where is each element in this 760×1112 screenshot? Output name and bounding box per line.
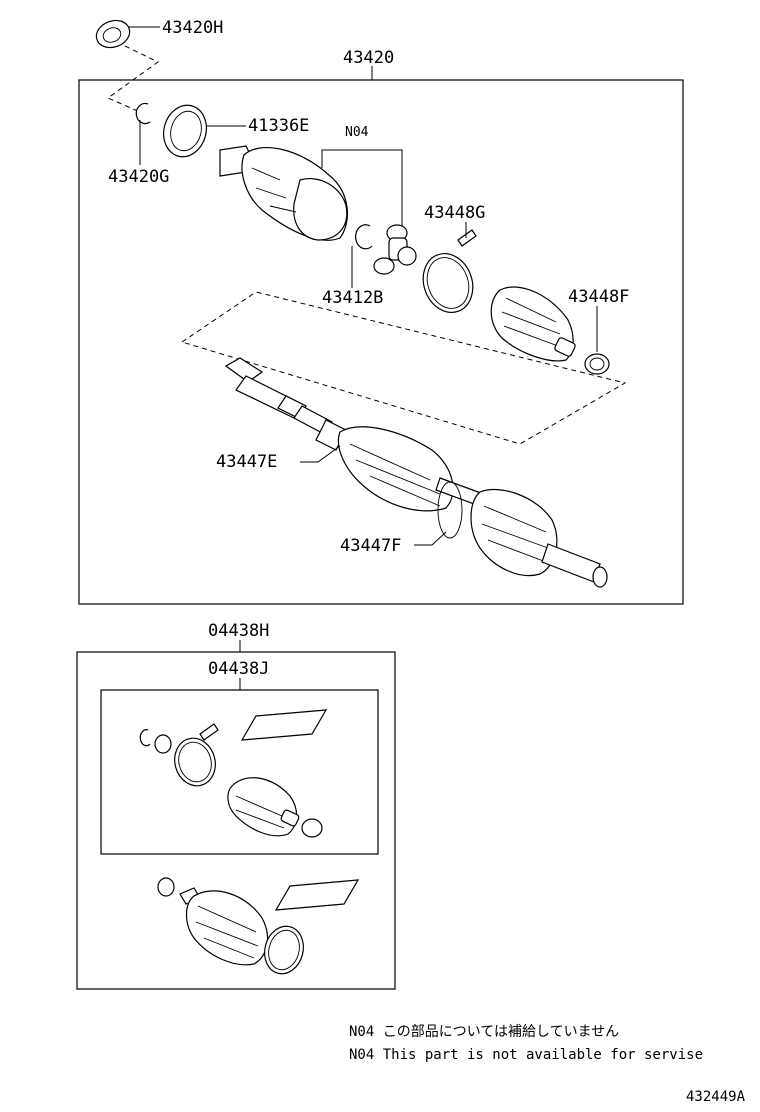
label-43448F: 43448F [568,287,629,307]
part-43447F-clamp[interactable] [437,481,463,539]
leader-43447E [300,445,341,463]
label-43447E: 43447E [216,452,277,472]
leader-43447F [414,531,447,546]
part-43448G-clamp[interactable] [415,229,481,319]
part-41336E[interactable] [158,100,212,161]
part-inboard-joint-housing[interactable] [219,145,348,241]
note-en: N04 This part is not available for servi… [349,1047,703,1063]
part-43448F-clamp[interactable] [584,353,610,375]
kit-04438J-contents [139,709,328,838]
label-41336E: 41336E [248,116,309,136]
label-43447F: 43447F [340,536,401,556]
assembly-frame-43420 [78,79,684,605]
figure-id: 432449A [686,1089,746,1105]
label-N04: N04 [345,125,369,140]
kit-04438H-contents [157,877,360,975]
label-04438H: 04438H [208,621,269,641]
part-43412B-snap-ring[interactable] [355,224,373,250]
part-43420G-snap-ring[interactable] [135,102,151,125]
label-43420H: 43420H [162,18,223,38]
part-drive-shaft [224,357,608,588]
part-inboard-boot [490,286,576,362]
label-04438J: 04438J [208,659,269,679]
kit-frame-04438H [76,651,396,990]
leader-N04 [321,149,403,226]
label-43412B: 43412B [322,288,383,308]
kit-frame-04438J [100,689,379,855]
label-43420: 43420 [343,48,394,68]
part-43420H[interactable] [93,16,134,52]
part-tripod-spider [373,224,417,275]
dashed-guide-shaft [181,291,627,445]
dashed-guide-43420H [106,45,159,113]
label-43448G: 43448G [424,203,485,223]
note-jp: N04 この部品については補給していません [349,1024,619,1040]
label-43420G: 43420G [108,167,169,187]
